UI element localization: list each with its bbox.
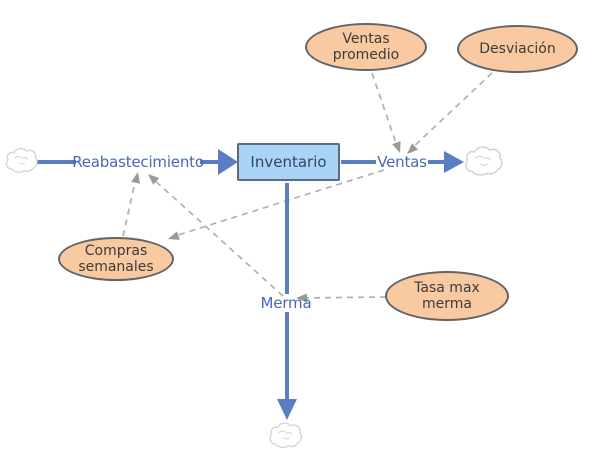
aux-label: Ventas promedio [332,30,400,63]
flow-pipe-ventas[interactable] [341,151,464,173]
aux-label: Desviación [479,40,556,57]
flow-label-ventas[interactable]: Ventas [377,153,427,171]
connector-line [300,296,387,299]
connector-line [151,177,284,297]
aux-label: Compras semanales [78,242,154,275]
connector-line [177,169,385,236]
stock-label: Inventario [250,153,327,171]
aux-label: Tasa max merma [414,279,480,312]
connector-arrowhead-icon [407,143,419,154]
cloud-sink-bottom[interactable] [269,422,303,449]
flow-arrowhead-icon [277,399,297,420]
connector-line [409,72,493,151]
connector-ventas-to-compras-semanales[interactable] [167,169,385,243]
connector-tasa-max-merma-to-merma[interactable] [296,293,387,303]
connector-arrowhead-icon [131,172,140,184]
connector-arrowhead-icon [168,231,180,240]
connector-arrowhead-icon [148,174,160,185]
flow-pipe-merma[interactable] [277,183,297,420]
connector-ventas-promedio-to-ventas[interactable] [371,72,404,154]
connector-line [122,177,137,237]
flow-arrowhead-icon [444,151,464,173]
flow-arrowhead-icon [218,149,238,175]
connector-arrowhead-icon [296,293,307,303]
connector-merma-to-reabastecimiento[interactable] [145,171,284,297]
aux-compras-semanales[interactable]: Compras semanales [58,237,174,281]
aux-tasa-max-merma[interactable]: Tasa max merma [385,271,509,321]
aux-ventas-promedio[interactable]: Ventas promedio [305,23,427,71]
flow-label-merma[interactable]: Merma [260,294,312,312]
flow-pipe-reabastecimiento[interactable] [36,149,238,175]
connector-desviacion-to-ventas[interactable] [404,72,493,157]
connector-arrowhead-icon [392,141,401,153]
cloud-source-left[interactable] [5,147,38,173]
connector-line [371,72,399,150]
cloud-sink-right[interactable] [465,146,503,176]
stock-inventario[interactable]: Inventario [237,143,340,181]
aux-desviacion[interactable]: Desviación [457,25,578,73]
connector-compras-to-reabastecimiento[interactable] [122,171,142,237]
flow-label-reabastecimiento[interactable]: Reabastecimiento [72,153,204,171]
